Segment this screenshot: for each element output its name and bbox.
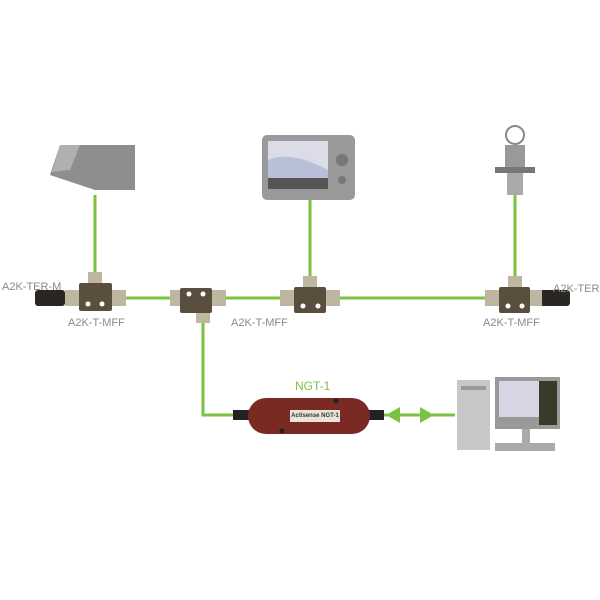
label-ngt-1: NGT-1: [295, 379, 331, 393]
tee-connector-3: [280, 276, 340, 313]
cable-ngt: [201, 320, 245, 417]
terminator-right-icon: [540, 290, 570, 306]
label-terminator-left: A2K-TER-M: [2, 281, 62, 293]
terminator-left-icon: [35, 290, 65, 306]
label-tee-1: A2K-T-MFF: [68, 317, 125, 329]
label-tee-2: A2K-T-MFF: [231, 317, 288, 329]
chartplotter-display-icon: [262, 135, 355, 200]
bidirectional-arrow-icon: [386, 407, 434, 423]
label-terminator-right: A2K-TER-M: [553, 283, 600, 295]
ngt-1-gateway: [233, 398, 384, 434]
transducer-icon: [50, 145, 135, 190]
sensor-icon: [495, 125, 535, 195]
label-tee-3: A2K-T-MFF: [483, 317, 540, 329]
tee-connector-2: [170, 288, 226, 323]
ngt-1-badge-label: Actisense NGT-1: [291, 413, 339, 419]
computer-icon: [457, 377, 560, 451]
tee-connector-4: [485, 276, 542, 313]
tee-connector-1: [65, 272, 126, 311]
